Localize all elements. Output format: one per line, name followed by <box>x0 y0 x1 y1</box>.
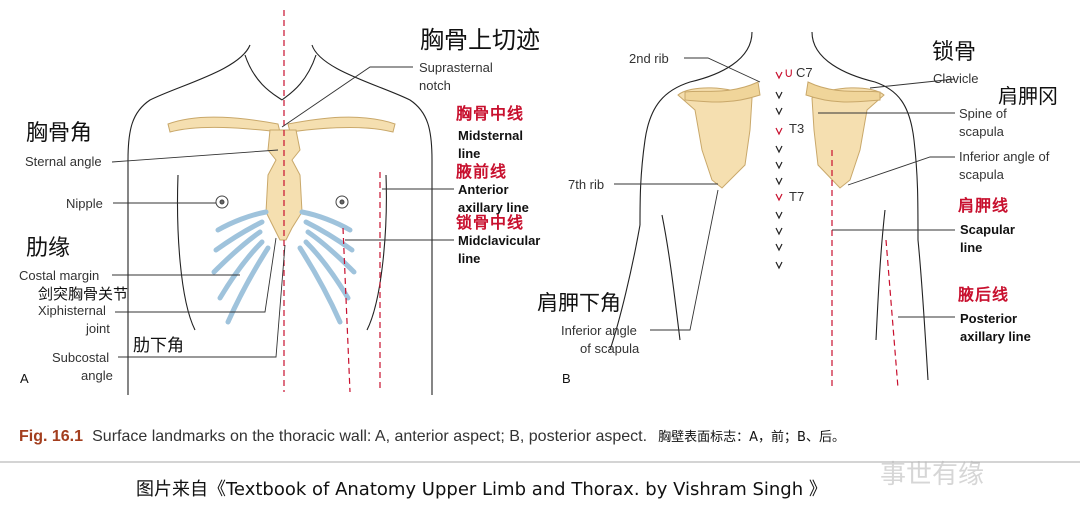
posterior-leader-lines <box>614 57 956 331</box>
inferior-angle-scapula-1: Inferior angle <box>561 323 637 338</box>
posterior-axillary-2: axillary line <box>960 329 1031 344</box>
cn-scapular-line-label: 肩胛线 <box>958 196 1010 215</box>
spine-scapula-2: scapula <box>959 124 1004 139</box>
anterior-reference-lines <box>283 10 381 393</box>
posterior-axillary-1: Posterior <box>960 311 1018 326</box>
cn-xiphisternal-label: 剑突胸骨关节 <box>38 285 129 303</box>
vertebral-markers <box>775 71 783 270</box>
nipple-label: Nipple <box>66 196 103 211</box>
cn-spine-scapula-label: 肩胛冈 <box>998 84 1058 108</box>
cn-suprasternal-notch-label: 胸骨上切迹 <box>420 26 540 54</box>
t7-label: T7 <box>789 189 805 204</box>
watermark-logo: 事世有缘 <box>880 460 985 490</box>
midsternal-label-1: Midsternal <box>458 128 524 143</box>
figure-number: Fig. 16.1 <box>19 428 84 445</box>
midclavicular-label-1: Midclavicular <box>458 233 541 248</box>
inferior-angle-of-1: Inferior angle of <box>959 149 1050 164</box>
cn-clavicle-label: 锁骨 <box>932 40 977 65</box>
cn-anterior-axillary-label: 腋前线 <box>456 162 508 181</box>
panel-a-label: A <box>20 371 29 386</box>
cn-costal-margin-label: 肋缘 <box>26 236 71 261</box>
c7-label: C7 <box>796 65 813 80</box>
posterior-reference-lines <box>831 150 899 389</box>
cn-subcostal-label: 肋下角 <box>133 336 184 356</box>
anterior-body-outline <box>127 44 433 395</box>
costal-margin-label: Costal margin <box>19 268 100 283</box>
cn-midclavicular-label: 锁骨中线 <box>456 213 525 232</box>
inferior-angle-scapula-2: of scapula <box>580 341 640 356</box>
midsternal-label-2: line <box>458 146 481 161</box>
cn-midsternal-label: 胸骨中线 <box>456 104 525 123</box>
anterior-axillary-label-2: axillary line <box>458 200 529 215</box>
clavicle-label: Clavicle <box>933 71 979 86</box>
inferior-angle-of-2: scapula <box>959 167 1004 182</box>
sternal-angle-label: Sternal angle <box>25 154 102 169</box>
suprasternal-label-2: notch <box>419 78 451 93</box>
source-citation: 图片来自《Textbook of Anatomy Upper Limb and … <box>136 479 827 500</box>
posterior-body-outline <box>609 31 929 381</box>
subcostal-label-1: Subcostal <box>52 350 110 365</box>
scapular-line-2: line <box>960 240 983 255</box>
spine-scapula-1: Spine of <box>959 106 1007 121</box>
anterior-axillary-label-1: Anterior <box>458 182 509 197</box>
panel-b-label: B <box>562 371 571 386</box>
anterior-leader-lines <box>111 66 454 358</box>
xiphisternal-label-2: joint <box>86 321 110 336</box>
costal-cartilages <box>211 209 357 325</box>
cn-posterior-axillary-label: 腋后线 <box>958 285 1010 304</box>
cn-sternal-angle-label: 胸骨角 <box>26 121 93 146</box>
scapulae <box>677 81 885 189</box>
subcostal-label-2: angle <box>81 368 113 383</box>
scapular-line-1: Scapular <box>960 222 1015 237</box>
c7-label-mark: ∪ <box>784 65 794 80</box>
t3-label: T3 <box>789 121 805 136</box>
figure-caption: Fig. 16.1 Surface landmarks on the thora… <box>19 428 845 445</box>
midclavicular-label-2: line <box>458 251 481 266</box>
xiphisternal-label-1: Xiphisternal <box>38 303 106 318</box>
second-rib-label: 2nd rib <box>629 51 669 66</box>
caption-cn: 胸壁表面标志：A，前；B、后。 <box>658 430 845 445</box>
cn-inferior-angle-label: 肩胛下角 <box>537 291 621 315</box>
seventh-rib-label: 7th rib <box>568 177 605 192</box>
caption-text: Surface landmarks on the thoracic wall: … <box>92 428 648 445</box>
suprasternal-label-1: Suprasternal <box>419 60 493 75</box>
anterior-nipples <box>215 195 349 209</box>
